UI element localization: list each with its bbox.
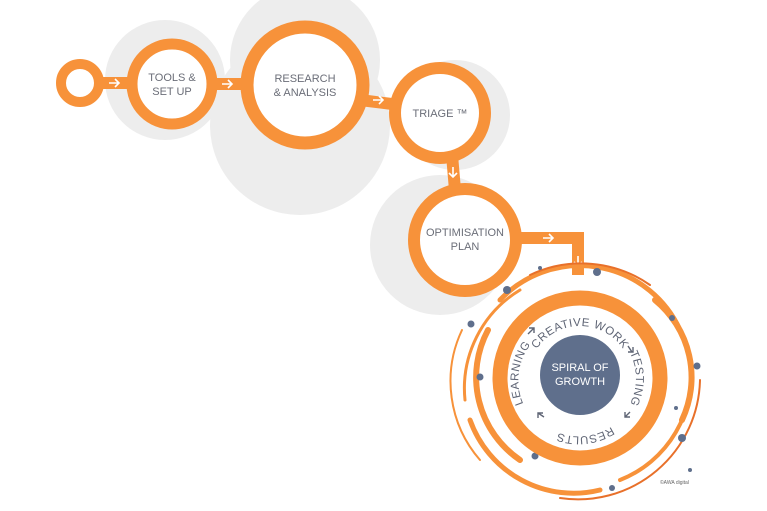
core-label: SPIRAL OF [551, 362, 608, 374]
cycle-arrows [527, 327, 634, 418]
spiral-core [540, 335, 620, 415]
step-research-analysis: RESEARCH & ANALYSIS [240, 20, 370, 150]
start-node [56, 59, 104, 107]
watermark: ©AWA digital [660, 479, 689, 486]
step-label: OPTIMISATION [426, 227, 504, 239]
step-label: RESEARCH [274, 73, 335, 85]
step-label: TOOLS & [148, 72, 196, 84]
step-label: & ANALYSIS [274, 87, 337, 99]
step-tools-setup: TOOLS & SET UP [126, 38, 218, 130]
spiral-dots [467, 266, 701, 491]
step-label: SET UP [152, 86, 192, 98]
cycle-testing: TESTING [627, 349, 645, 408]
step-optimisation-plan: OPTIMISATION PLAN [408, 183, 522, 297]
step-label: TRIAGE ™ [412, 108, 467, 120]
step-label: PLAN [451, 241, 480, 253]
spiral-swirls [449, 262, 701, 501]
step-triage: TRIAGE ™ [389, 62, 491, 164]
core-label: GROWTH [555, 376, 605, 388]
